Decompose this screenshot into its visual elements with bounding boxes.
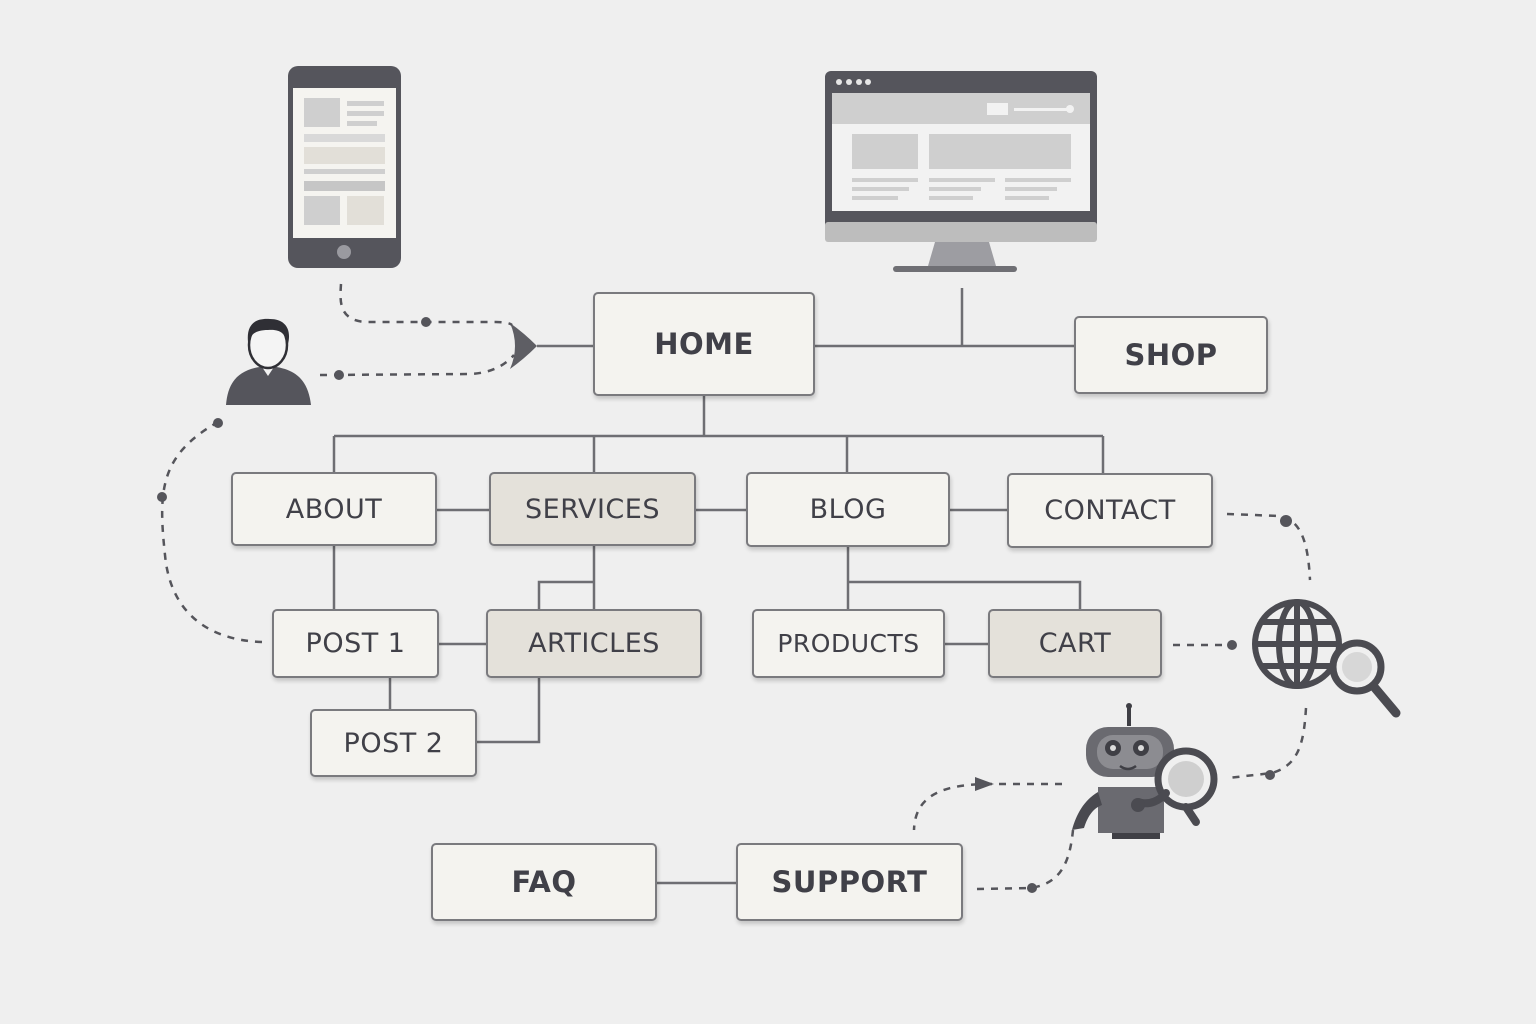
node-services[interactable]: SERVICES bbox=[489, 472, 696, 546]
flow-dots bbox=[157, 317, 1292, 893]
smartphone-icon bbox=[288, 66, 401, 268]
node-articles[interactable]: ARTICLES bbox=[486, 609, 702, 678]
user-icon bbox=[226, 318, 311, 405]
node-home[interactable]: HOME bbox=[593, 292, 815, 396]
node-products[interactable]: PRODUCTS bbox=[752, 609, 945, 678]
node-post-2[interactable]: POST 2 bbox=[310, 709, 477, 777]
node-support[interactable]: SUPPORT bbox=[736, 843, 963, 921]
node-about[interactable]: ABOUT bbox=[231, 472, 437, 546]
robot-search-icon bbox=[1072, 703, 1218, 839]
node-contact[interactable]: CONTACT bbox=[1007, 473, 1213, 548]
globe-search-icon bbox=[1252, 599, 1401, 718]
tree-connectors bbox=[332, 288, 1105, 885]
node-blog[interactable]: BLOG bbox=[746, 472, 950, 547]
desktop-monitor-icon bbox=[825, 71, 1097, 272]
node-post-1[interactable]: POST 1 bbox=[272, 609, 439, 678]
node-faq[interactable]: FAQ bbox=[431, 843, 657, 921]
node-cart[interactable]: CART bbox=[988, 609, 1162, 678]
node-shop[interactable]: SHOP bbox=[1074, 316, 1268, 394]
merge-connector-icon bbox=[510, 323, 537, 369]
